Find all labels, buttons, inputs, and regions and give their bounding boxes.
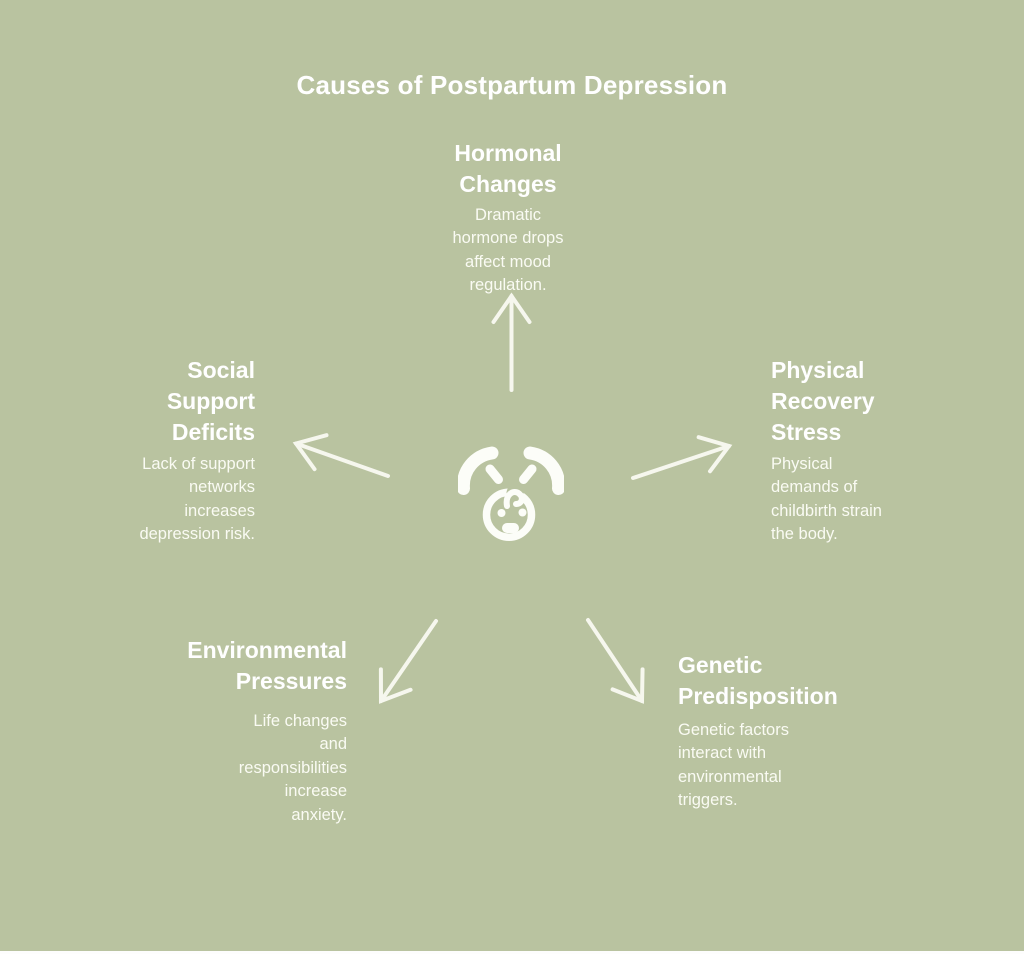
node-title-hormonal-changes: Hormonal Changes [454,140,562,197]
arrow-to-genetic-predisposition [586,618,645,704]
node-desc-social-support-deficits: Lack of support networks increases depre… [139,455,255,544]
hands-cradling-baby-icon [458,446,564,541]
bottom-edge-strip [0,951,1024,954]
node-title-social-support-deficits: Social Support Deficits [166,357,255,445]
node-desc-physical-recovery-stress: Physical demands of childbirth strain th… [771,455,882,544]
node-title-environmental-pressures: Environmental Pressures [187,637,347,694]
arrow-to-environmental-pressures [378,619,438,704]
node-desc-environmental-pressures: Life changes and responsibilities increa… [238,712,347,824]
node-title-genetic-predisposition: Genetic Predisposition [678,652,838,709]
arrow-to-physical-recovery-stress [631,435,733,480]
node-title-physical-recovery-stress: Physical Recovery Stress [771,357,875,445]
diagram-title: Causes of Postpartum Depression [296,70,728,100]
arrow-to-social-support-deficits [292,433,390,478]
node-desc-hormonal-changes: Dramatic hormone drops affect mood regul… [452,206,564,295]
node-desc-genetic-predisposition: Genetic factors interact with environmen… [678,721,789,810]
